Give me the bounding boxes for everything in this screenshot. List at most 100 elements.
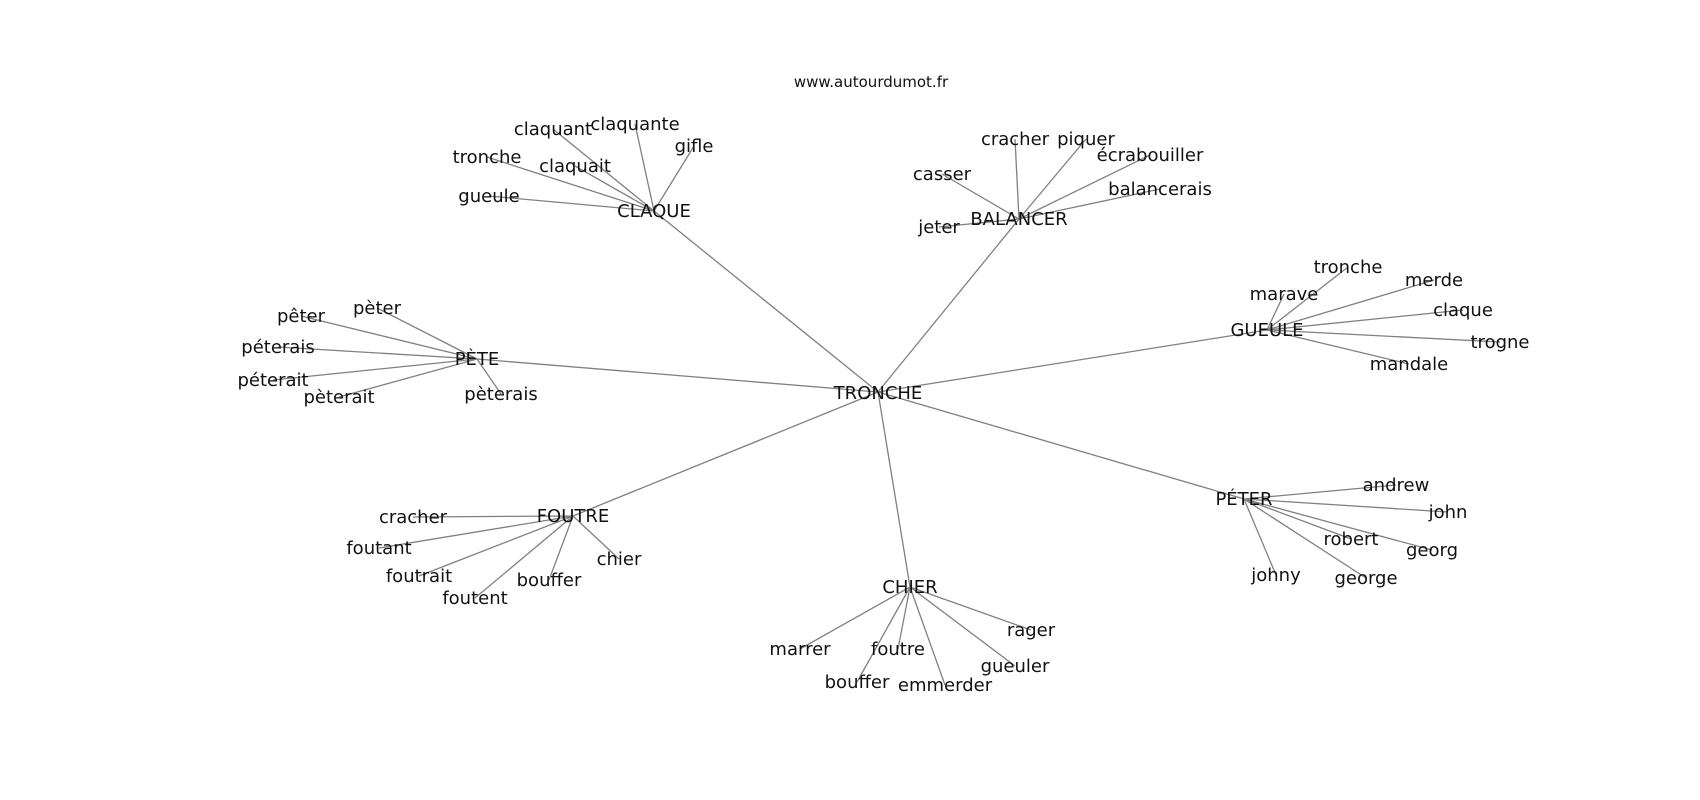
word-node-label: gueule	[458, 186, 519, 207]
hub-to-word-edge	[941, 173, 1020, 220]
word-node-label: bouffer	[517, 570, 582, 591]
center-to-hub-edge	[572, 391, 879, 517]
hub-to-word-edge	[1018, 154, 1151, 220]
word-node-label: andrew	[1363, 475, 1430, 496]
hub-to-word-edge	[1243, 498, 1449, 513]
word-node-label: marrer	[769, 639, 831, 660]
hub-to-word-edge	[272, 358, 478, 381]
center-to-hub-edge	[476, 358, 879, 393]
hub-to-word-edge	[376, 307, 478, 360]
center-to-hub-edge	[877, 391, 911, 588]
word-node-label: bouffer	[825, 672, 890, 693]
hub-to-word-edge	[799, 586, 911, 650]
center-node-label: TRONCHE	[833, 383, 923, 404]
word-node-label: pèterais	[464, 384, 537, 405]
hub-to-word-edge	[488, 195, 655, 212]
word-node-label: claque	[1433, 300, 1493, 321]
hub-node-label: GUEULE	[1230, 320, 1303, 341]
word-node-label: casser	[913, 164, 972, 185]
word-node-label: piquer	[1057, 129, 1115, 150]
word-node-label: robert	[1324, 529, 1379, 550]
word-node-label: claquant	[514, 119, 592, 140]
word-node-label: gueuler	[981, 656, 1050, 677]
hub-to-word-edge	[378, 515, 574, 549]
hub-to-word-edge	[474, 515, 574, 599]
word-node-label: johny	[1250, 565, 1301, 586]
hub-to-word-edge	[418, 515, 574, 577]
hub-to-word-edge	[552, 128, 655, 212]
word-node-label: cracher	[981, 129, 1050, 150]
hub-to-word-edge	[653, 145, 695, 212]
hub-node-label: PÈTE	[455, 348, 500, 370]
word-node-label: john	[1428, 502, 1468, 523]
word-node-label: chier	[597, 549, 642, 570]
word-node-label: jeter	[917, 217, 960, 238]
hub-to-word-edge	[634, 123, 655, 212]
hub-node-label: BALANCER	[970, 209, 1067, 230]
hub-to-word-edge	[897, 586, 911, 650]
word-node-label: georg	[1406, 540, 1458, 561]
word-node-label: george	[1334, 568, 1397, 589]
hub-node-label: PÉTER	[1215, 488, 1272, 510]
word-node-label: trogne	[1471, 332, 1530, 353]
word-node-label: écrabouiller	[1097, 145, 1204, 166]
hub-to-word-edge	[548, 515, 574, 581]
center-to-hub-edge	[653, 210, 879, 393]
word-node-label: pèterait	[303, 387, 374, 408]
hub-to-word-edge	[574, 165, 655, 212]
word-node-label: foutent	[442, 588, 507, 609]
word-node-label: cracher	[379, 507, 448, 528]
hub-to-word-edge	[1018, 188, 1161, 220]
hub-node-label: CHIER	[882, 577, 937, 598]
word-node-label: pêter	[277, 306, 326, 327]
hub-to-word-edge	[1243, 484, 1397, 500]
hub-to-word-edge	[1266, 279, 1435, 331]
word-node-label: tronche	[453, 147, 522, 168]
hub-to-word-edge	[338, 358, 478, 398]
word-node-label: péterais	[241, 337, 314, 358]
source-label: www.autourdumot.fr	[794, 73, 949, 91]
word-node-label: claquante	[590, 114, 679, 135]
word-node-label: foutant	[346, 538, 411, 559]
hub-to-word-edge	[1243, 498, 1352, 540]
hub-to-word-edge	[1266, 309, 1464, 331]
word-node-label: péterait	[237, 370, 308, 391]
word-node-label: balancerais	[1108, 179, 1212, 200]
hub-to-word-edge	[1266, 329, 1410, 365]
word-node-label: marave	[1250, 284, 1319, 305]
hub-to-word-edge	[938, 218, 1020, 228]
hub-to-word-edge	[1014, 138, 1020, 220]
word-node-label: pèter	[353, 298, 402, 319]
hub-node-label: CLAQUE	[617, 201, 691, 222]
hub-node-label: FOUTRE	[537, 506, 610, 527]
word-node-label: foutre	[871, 639, 925, 660]
hub-to-word-edge	[1266, 266, 1349, 331]
hub-to-word-edge	[1266, 293, 1285, 331]
hub-to-word-edge	[277, 346, 478, 360]
word-node-label: tronche	[1314, 257, 1383, 278]
hub-to-word-edge	[909, 586, 1032, 631]
hub-to-word-edge	[1243, 498, 1277, 576]
hub-to-word-edge	[300, 315, 478, 360]
hub-to-word-edge	[856, 586, 911, 683]
hub-to-word-edge	[572, 515, 620, 560]
hub-to-word-edge	[476, 358, 502, 395]
word-node-label: gifle	[675, 136, 714, 157]
hub-to-word-edge	[412, 515, 574, 518]
hub-to-word-edge	[1243, 498, 1367, 579]
word-node-label: merde	[1405, 270, 1463, 291]
center-to-hub-edge	[877, 329, 1268, 393]
hub-to-word-edge	[909, 586, 1016, 667]
hub-to-word-edge	[486, 156, 655, 212]
hub-to-word-edge	[909, 586, 946, 686]
hub-to-word-edge	[1243, 498, 1433, 551]
word-node-label: mandale	[1370, 354, 1449, 375]
word-node-label: rager	[1007, 620, 1056, 641]
hub-to-word-edge	[1018, 138, 1087, 220]
word-node-label: emmerder	[898, 675, 993, 696]
word-node-label: claquait	[539, 156, 611, 177]
graph-edges	[272, 123, 1501, 686]
word-node-label: foutrait	[386, 566, 452, 587]
